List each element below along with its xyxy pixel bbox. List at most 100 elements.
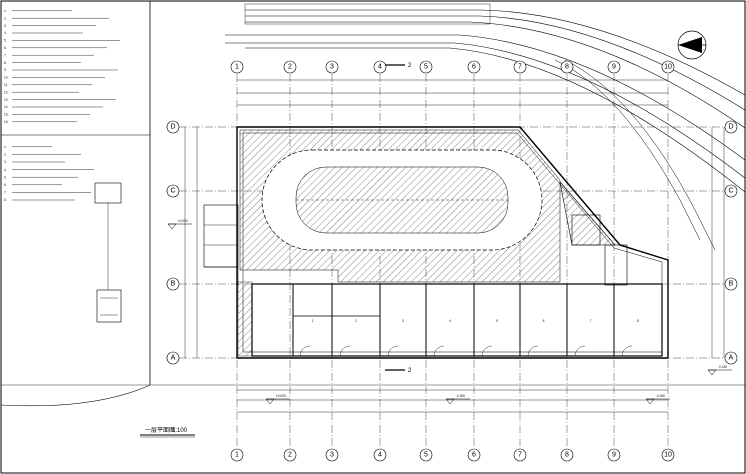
room-label: 1 [312,319,314,323]
note-item: 16. [4,120,9,124]
note-item: 7. [4,191,7,195]
note-item: 13. [4,98,9,102]
site-detail-box [94,182,122,204]
grid-label: C [728,188,733,195]
note-item: 3. [4,160,7,164]
grid-label: C [170,188,175,195]
grid-bubble-col-2-bottom: 2 [283,448,297,462]
grid-label: 8 [565,452,569,459]
room-label: 3 [402,319,404,323]
elevation-mark: -0.450 [645,394,670,405]
site-road-curve [0,384,151,407]
elevation-value: -0.450 [656,394,665,398]
elevation-marks: ±0.000 -0.300 -0.450 ±0.000 -0.150 [167,219,732,405]
note-item: 9. [4,68,7,72]
grid-label: D [728,124,733,131]
note-item: 7. [4,53,7,57]
note-item: 14. [4,105,9,109]
elevation-mark: ±0.000 [167,219,192,230]
grid-label: 5 [424,64,428,71]
grid-label: 2 [288,452,292,459]
grid-bubble-row-A-right: A [724,351,738,365]
stair-room [559,180,628,286]
grid-label: 6 [472,452,476,459]
grid-label: 10 [664,64,672,71]
grid-label: 5 [424,452,428,459]
note-item: 15. [4,113,9,117]
section-number-top: 2 [408,63,412,69]
elevation-mark: -0.150 [707,365,732,376]
grid-bubble-row-C-left: C [166,184,180,198]
elevation-value: -0.300 [456,394,465,398]
entrance-ramp [203,204,239,285]
grid-bubble-col-4-bottom: 4 [373,448,387,462]
note-item: 6. [4,46,7,50]
grid-bubble-col-5-bottom: 5 [419,448,433,462]
grid-bubble-col-3-bottom: 3 [325,448,339,462]
grid-label: 7 [518,64,522,71]
grid-label: 1 [235,64,239,71]
grid-label: B [729,281,734,288]
drawing-scale: 1:100 [172,428,188,434]
note-item: 10. [4,76,9,80]
room-label: 4 [449,319,451,323]
vehicle-outline [96,289,122,323]
note-item: 8. [4,198,7,202]
grid-bubble-col-9-top: 9 [607,60,621,74]
grid-label: A [171,355,176,362]
elevation-value: ±0.000 [178,219,188,223]
grid-label: 4 [378,64,382,71]
note-item: 1. [4,145,7,149]
room-label: 8 [637,319,639,323]
title-block: 一层平面图 1:100 [140,427,195,438]
grid-bubble-row-B-right: B [724,277,738,291]
grid-bubble-col-1-top: 1 [230,60,244,74]
grid-bubble-col-8-bottom: 8 [560,448,574,462]
room-label: 7 [590,319,592,323]
elevation-mark: ±0.000 [265,394,290,405]
grid-label: 9 [612,452,616,459]
elevation-value: ±0.000 [276,394,286,398]
grid-label: 9 [612,64,616,71]
grid-label: A [729,355,734,362]
grid-label: D [170,124,175,131]
note-item: 4. [4,168,7,172]
section-mark-top: 2 [385,63,412,69]
note-item: 2. [4,153,7,157]
grid-bubble-col-2-top: 2 [283,60,297,74]
notes-first-list: 1.2.3.4.5.6.7.8.9.10.11.12.13.14.15.16. [4,9,120,124]
room-label: 5 [496,319,498,323]
drawing-title: 一层平面图 [145,427,175,434]
grid-label: 2 [288,64,292,71]
note-item: 5. [4,175,7,179]
grid-bubble-col-7-bottom: 7 [513,448,527,462]
grid-label: 6 [472,64,476,71]
grid-bubble-row-B-left: B [166,277,180,291]
section-mark-bottom: 2 [385,368,412,374]
room-label: 6 [543,319,545,323]
note-item: 1. [4,9,7,13]
grid-bubble-col-10-bottom: 10 [661,448,675,462]
note-item: 6. [4,183,7,187]
grid-label: 7 [518,452,522,459]
grid-label: 3 [330,452,334,459]
north-arrow-icon [677,30,707,60]
note-item: 12. [4,90,9,94]
grid-bubble-col-7-top: 7 [513,60,527,74]
note-item: 5. [4,39,7,43]
note-item: 8. [4,61,7,65]
elevation-mark: -0.300 [445,394,470,405]
grid-label: 4 [378,452,382,459]
grid-label: 8 [565,64,569,71]
grid-bubble-col-6-bottom: 6 [467,448,481,462]
grid-bubble-row-C-right: C [724,184,738,198]
grid-bubble-row-D-left: D [166,120,180,134]
left-wall-hatch [237,281,253,357]
notes-second-list: 1. 2. 3. 4. 5. 6. 7. 8. [4,145,94,202]
grid-label: 10 [664,452,672,459]
elevation-value: -0.150 [718,365,727,369]
grid-bubble-col-9-bottom: 9 [607,448,621,462]
